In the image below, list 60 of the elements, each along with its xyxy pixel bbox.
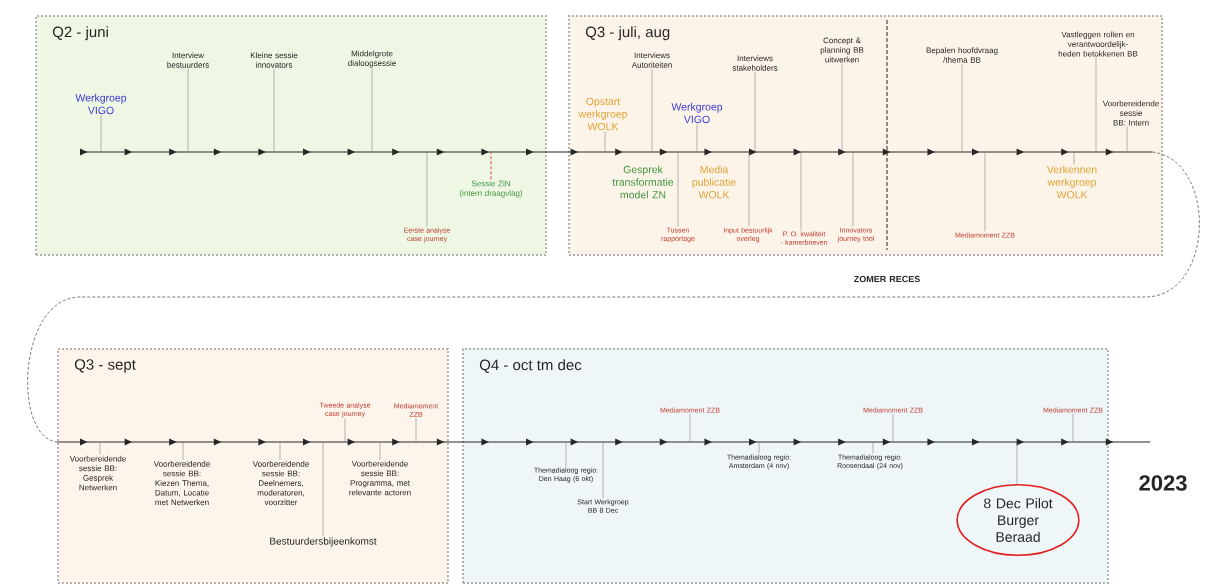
event-label: Vastleggen rollen en verantwoordelijk-heden betokkenen BB <box>1058 31 1138 57</box>
event-label: Voorbereidende sessie BB: Kiezen Thema, Datum, Locatie met Netwerken <box>153 460 210 506</box>
leader-line <box>961 63 963 152</box>
circled-event-label: 8 Dec Pilot Burger Beraad <box>956 483 1080 557</box>
leader-line <box>872 442 874 454</box>
leader-line <box>100 115 102 152</box>
event-label: Bepalen hoofdvraag /thema BB <box>926 47 998 63</box>
leader-line <box>1073 152 1075 165</box>
year-label: 2023 <box>1139 475 1187 491</box>
leader-line <box>689 413 691 442</box>
leader-line <box>1016 442 1018 485</box>
event-label: Werkgroep VIGO <box>75 93 127 115</box>
timeline-connector <box>27 151 1200 443</box>
leader-line <box>1072 413 1074 442</box>
leader-line <box>984 152 986 232</box>
event-label: Gesprek transformatie model ZN <box>612 165 674 199</box>
leader-line <box>322 442 324 537</box>
leader-line <box>696 124 698 152</box>
leader-line <box>748 152 750 227</box>
leader-line <box>604 131 606 152</box>
leader-line <box>841 63 843 152</box>
event-label: Werkgroep VIGO <box>671 102 723 124</box>
leader-line <box>677 152 679 227</box>
leader-line <box>344 418 346 442</box>
leader-line <box>379 442 381 460</box>
leader-line <box>279 442 281 460</box>
leader-line <box>565 442 567 467</box>
leader-line <box>602 442 604 499</box>
leader-line <box>852 152 854 227</box>
event-label: Interviews Autoriteiten <box>631 52 672 68</box>
leader-line <box>800 152 802 231</box>
leader-line <box>1095 57 1097 152</box>
season-label: ZOMER RECES <box>854 275 920 283</box>
leader-line <box>273 68 275 152</box>
leader-line <box>651 68 653 152</box>
event-label: Voorbereidende sessie BB: Gesprek Netwerken <box>69 455 126 491</box>
event-label: Interview bestuurders <box>167 52 209 68</box>
event-label: Opstart werkgroep WOLK <box>578 97 628 131</box>
event-label: Bestuurdersbijeenkomst <box>270 537 377 547</box>
event-label: Kleine sessie innovators <box>250 52 298 68</box>
leader-line <box>490 152 492 180</box>
event-label: Middelgrote dialoogsessie <box>348 50 396 68</box>
event-label: Voorbereidende sessie BB: Intern <box>1102 100 1159 126</box>
leader-line <box>754 71 756 152</box>
leader-line <box>1126 126 1128 152</box>
leader-line <box>371 68 373 152</box>
event-label: Interviews stakeholders <box>732 55 778 71</box>
event-label: Voorbereidende sessie BB: Deelnemers, moderatoren, voorzitter <box>252 460 309 506</box>
leader-line <box>426 152 428 227</box>
event-label: Verkennen werkgroep WOLK <box>1046 165 1097 199</box>
event-label: Voorbereidende sessie BB: Programma, met relevante actoren <box>349 460 411 496</box>
leader-line <box>187 68 189 152</box>
event-label: Media publicatie WOLK <box>692 165 736 199</box>
leader-line <box>415 417 417 442</box>
event-label: Concept & planning BB uitwerken <box>820 37 864 63</box>
event-label: Sessie ZiN (intern draagvlag) <box>459 180 523 198</box>
leader-line <box>182 442 184 460</box>
leader-line <box>892 413 894 442</box>
leader-line <box>99 442 101 455</box>
leader-line <box>758 442 760 454</box>
